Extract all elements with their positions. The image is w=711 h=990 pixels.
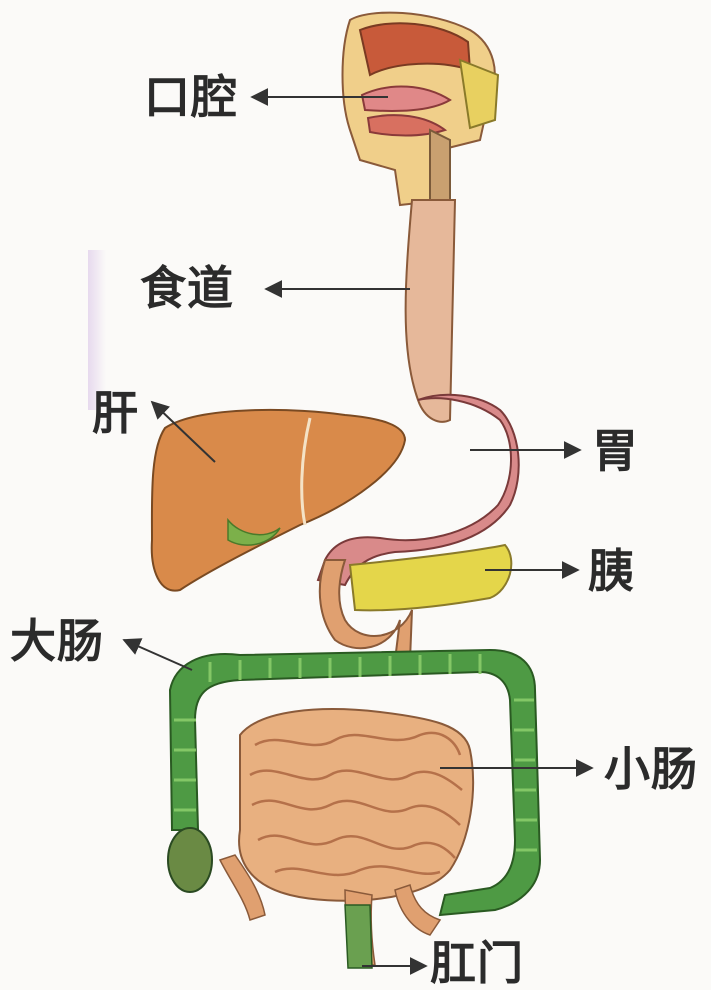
- oral-cavity-organ: [343, 13, 499, 205]
- large-intestine-arrow: [124, 640, 192, 670]
- large-intestine-label: 大肠: [10, 618, 104, 664]
- esophagus-organ: [406, 200, 455, 422]
- esophagus-label: 食道: [140, 265, 234, 311]
- pancreas-label: 胰: [588, 548, 635, 594]
- oral-cavity-label: 口腔: [144, 74, 238, 120]
- liver-label: 肝: [92, 390, 139, 436]
- stomach-label: 胃: [592, 428, 639, 474]
- rectum-organ: [345, 905, 372, 968]
- small-intestine-label: 小肠: [604, 746, 698, 792]
- anus-label: 肛门: [430, 940, 524, 986]
